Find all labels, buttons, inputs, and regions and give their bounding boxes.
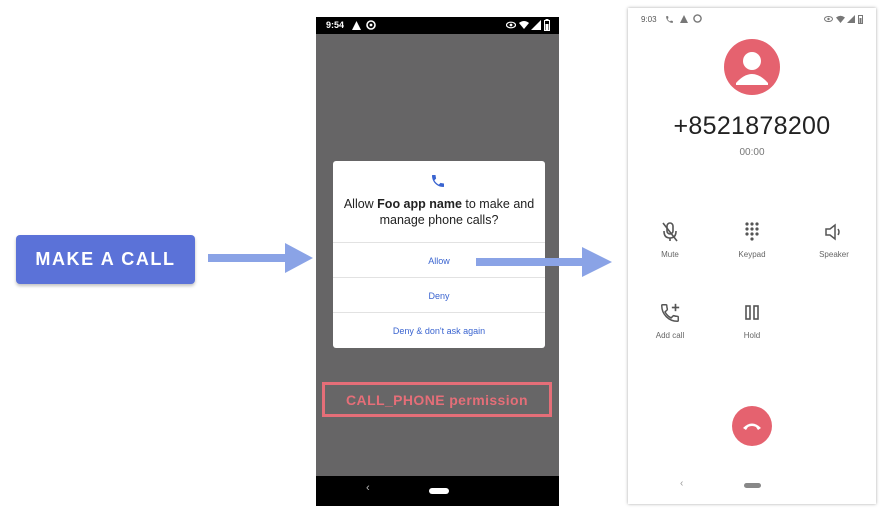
mute-button[interactable]: Mute: [640, 220, 700, 259]
phone-icon: [432, 175, 444, 187]
hold-button[interactable]: Hold: [722, 301, 782, 340]
eye-icon: [824, 16, 833, 22]
battery-icon: [544, 19, 550, 31]
signal-icon: [531, 20, 541, 30]
keypad-button[interactable]: Keypad: [722, 220, 782, 259]
add-call-icon: [661, 303, 680, 322]
allow-button[interactable]: Allow: [333, 242, 545, 278]
person-icon: [736, 52, 768, 85]
dialog-title-suffix: to make and manage phone calls?: [379, 197, 535, 227]
keypad-label: Keypad: [738, 250, 766, 259]
sync-icon: [693, 14, 702, 23]
warning-icon: [680, 15, 688, 23]
dialog-app-name: Foo app name: [377, 197, 462, 211]
deny-label: Deny: [428, 290, 450, 301]
nav-back-button[interactable]: ‹: [366, 482, 370, 494]
speaker-button[interactable]: Speaker: [804, 220, 864, 259]
nav-home-pill[interactable]: [744, 483, 761, 488]
hold-label: Hold: [743, 331, 761, 340]
warning-icon: [352, 21, 361, 30]
hang-up-icon: [743, 423, 761, 430]
contact-avatar: [724, 39, 780, 95]
signal-icon: [847, 15, 855, 23]
permission-dialog: Allow Foo app name to make and manage ph…: [333, 161, 545, 348]
status-time: 9:03: [641, 15, 657, 24]
deny-dont-ask-again-button[interactable]: Deny & don't ask again: [333, 312, 545, 348]
phone-in-call-screen: 9:03 +8521878200 00:00 Mute: [628, 8, 876, 504]
permission-text: CALL_PHONE permission: [346, 391, 528, 408]
status-time: 9:54: [326, 20, 345, 30]
mic-off-icon: [662, 222, 678, 242]
deny-button[interactable]: Deny: [333, 277, 545, 313]
sync-icon: [366, 20, 376, 30]
navigation-bar: ‹: [316, 476, 559, 506]
flow-arrow-2: [476, 247, 612, 277]
dialog-title-prefix: Allow: [343, 197, 378, 211]
call-timer: 00:00: [739, 147, 765, 158]
allow-label: Allow: [428, 255, 450, 266]
end-call-button[interactable]: [732, 406, 772, 446]
keypad-icon: [745, 222, 759, 241]
battery-icon: [858, 15, 863, 24]
call-phone-permission-label: CALL_PHONE permission: [322, 382, 552, 417]
nav-back-button[interactable]: ‹: [680, 478, 684, 489]
dialog-title: Allow Foo app name to make and manage ph…: [343, 196, 535, 228]
pause-icon: [745, 305, 759, 320]
speaker-icon: [825, 223, 840, 241]
make-a-call-label: MAKE A CALL: [35, 249, 176, 269]
add-call-button[interactable]: Add call: [640, 301, 700, 340]
deny-dont-ask-again-label: Deny & don't ask again: [392, 325, 486, 336]
flow-arrow-1: [208, 243, 313, 273]
add-call-label: Add call: [655, 331, 685, 340]
phone-number: +8521878200: [673, 112, 831, 140]
wifi-icon: [836, 15, 845, 23]
speaker-label: Speaker: [819, 250, 849, 259]
wifi-icon: [519, 21, 529, 29]
make-a-call-button[interactable]: MAKE A CALL: [16, 235, 195, 284]
nav-home-pill[interactable]: [429, 488, 449, 494]
eye-icon: [506, 21, 516, 29]
status-bar: 9:54: [316, 17, 559, 34]
phone-status-icon: [666, 16, 673, 23]
mute-label: Mute: [661, 250, 679, 259]
